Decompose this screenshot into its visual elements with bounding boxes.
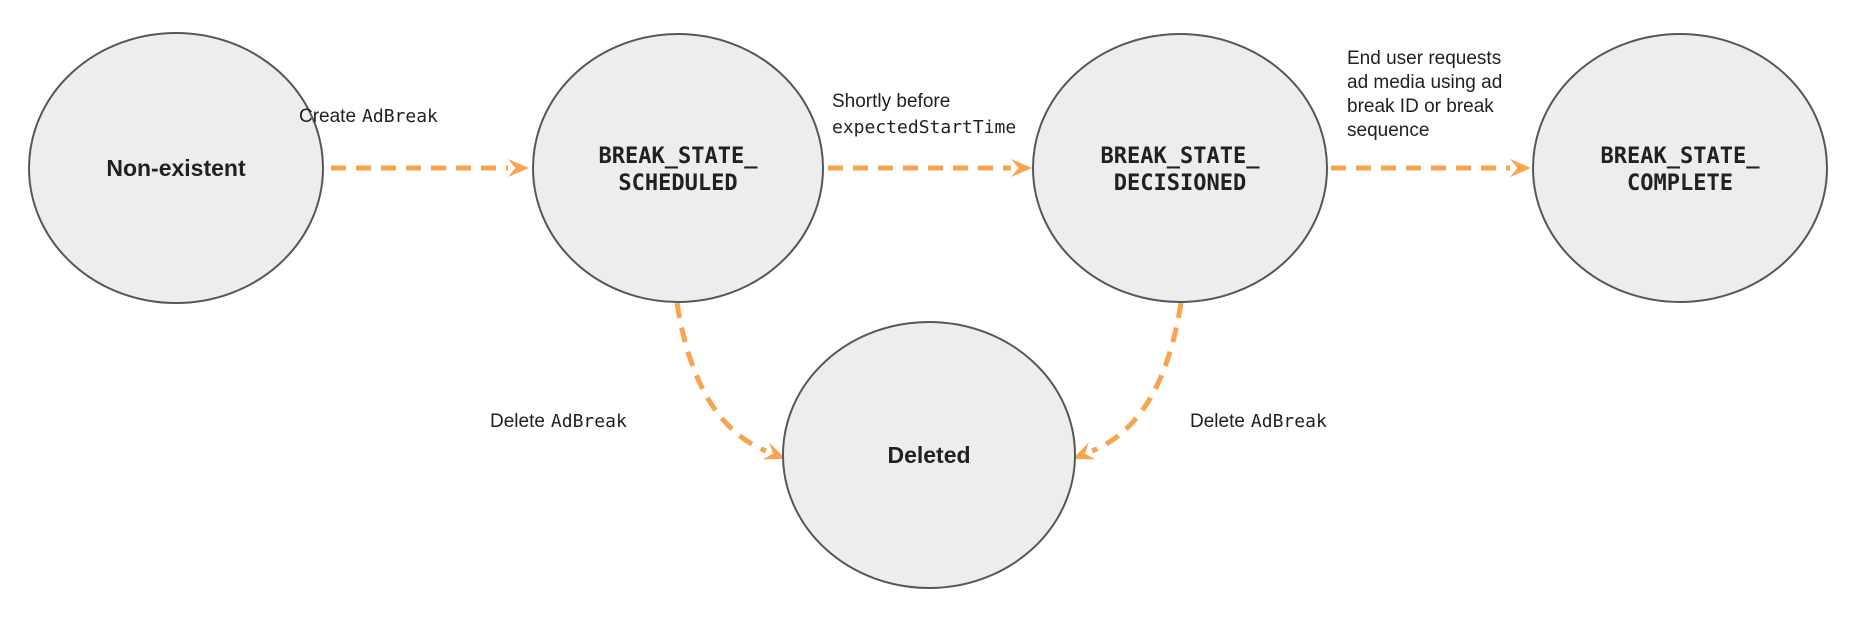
- state-node-non-existent: [28, 32, 324, 304]
- node-label-deleted: Deleted: [887, 442, 970, 468]
- edge-label-expected-start-time: expectedStartTime: [832, 117, 1016, 138]
- edge-label-shortly-before: Shortly before: [832, 91, 950, 112]
- state-node-break-state-scheduled: [532, 33, 824, 303]
- node-label-complete-line1: BREAK_STATE_: [1601, 144, 1761, 169]
- edge-label-end-user-line1: End user requests: [1347, 48, 1501, 69]
- state-node-deleted: [782, 321, 1076, 589]
- edge-label-end-user-line2: ad media using ad: [1347, 72, 1502, 93]
- node-label-scheduled-line1: BREAK_STATE_: [599, 144, 759, 169]
- state-node-break-state-decisioned: [1032, 33, 1328, 303]
- edge-label-end-user-line4: sequence: [1347, 120, 1429, 141]
- edge-delete-from-decisioned-arrow: [1072, 302, 1184, 460]
- node-label-scheduled-line2: SCHEDULED: [618, 171, 737, 196]
- node-label-non-existent: Non-existent: [106, 155, 246, 181]
- node-label-decisioned-line2: DECISIONED: [1114, 171, 1246, 196]
- edge-delete-from-scheduled-arrow: [674, 302, 786, 460]
- node-label-decisioned-line1: BREAK_STATE_: [1101, 144, 1261, 169]
- node-label-complete-line2: COMPLETE: [1627, 171, 1733, 196]
- state-node-break-state-complete: [1532, 33, 1828, 303]
- edge-label-end-user-line3: break ID or break: [1347, 96, 1494, 117]
